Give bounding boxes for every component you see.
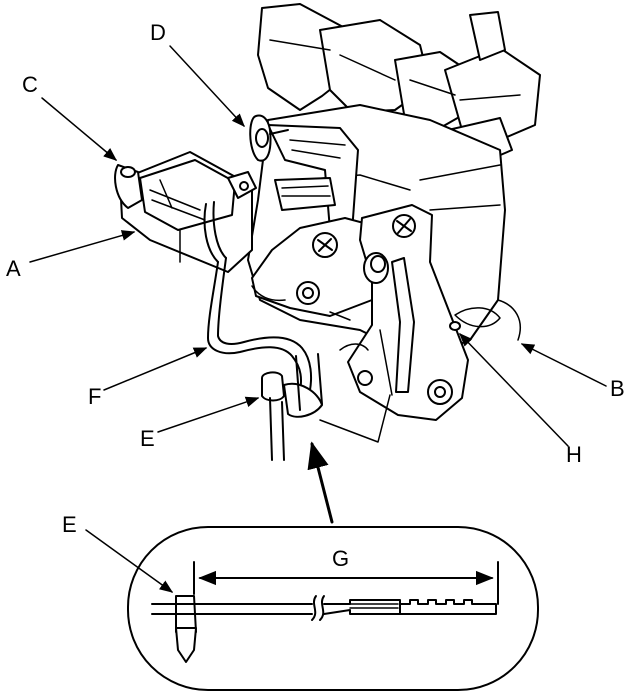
callout-f: F [88,384,101,409]
callout-a: A [6,256,21,281]
control-cable [207,257,391,461]
callout-e: E [140,426,155,451]
callout-g: G [332,546,349,571]
callout-e-detail: E [62,512,77,537]
callout-c: C [22,72,38,97]
detail-pointer-arrow [307,441,334,524]
callout-b: B [610,376,625,401]
actuator-motor [114,151,257,273]
leader-lines [29,45,607,593]
detail-inset [127,526,539,691]
callout-h: H [566,442,582,467]
cam-lever [251,204,469,421]
callout-d: D [150,20,166,45]
clip-d [249,114,289,162]
